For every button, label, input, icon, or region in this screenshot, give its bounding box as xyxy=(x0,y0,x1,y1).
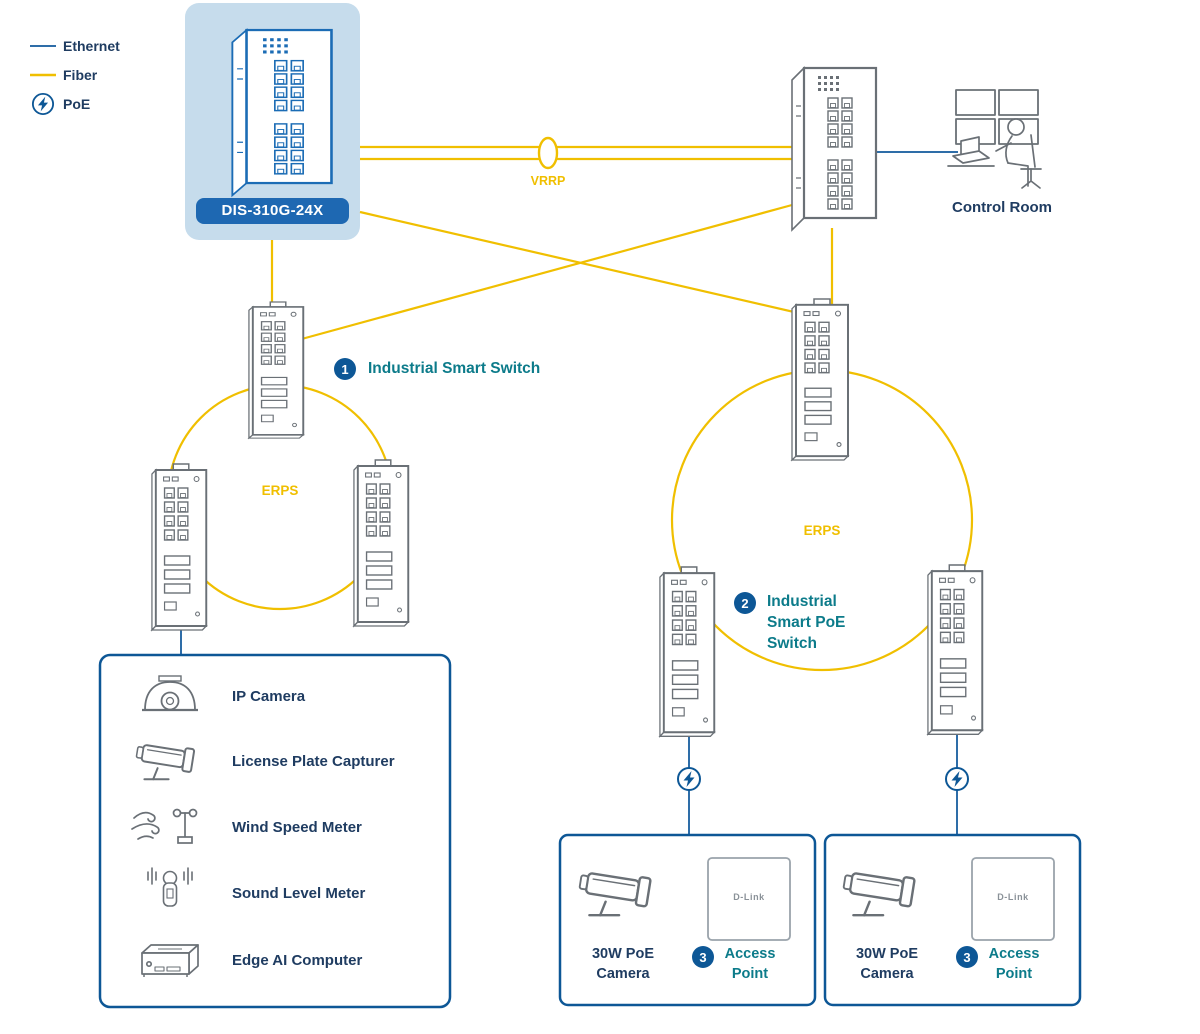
legend-poe-label: PoE xyxy=(63,96,91,112)
monitor-icon xyxy=(955,89,996,116)
device-item-label-1: IP Camera xyxy=(232,688,306,705)
poe-camera-label-1: 30W PoE Camera xyxy=(591,946,655,982)
access-point-icon-2 xyxy=(971,857,1055,941)
ap-label-1: Access Point xyxy=(724,946,776,982)
industrial-poe-switch-ring2-top xyxy=(792,299,848,460)
ring2-erps-label: ERPS xyxy=(803,523,841,538)
ring1-badge: 1 xyxy=(334,358,356,380)
fiber-cross-line-1 xyxy=(359,210,821,320)
vrrp-link-icon xyxy=(537,136,559,170)
core-switch-label: DIS-310G-24X xyxy=(196,198,349,224)
wind-meter-icon xyxy=(131,808,198,844)
ring2-badge: 2 xyxy=(734,592,756,614)
poe-box1-badge: 3 xyxy=(692,946,714,968)
poe-bolt-icon-1 xyxy=(677,767,701,791)
ring1-title: Industrial Smart Switch xyxy=(368,360,541,377)
device-item-label-3: Wind Speed Meter xyxy=(232,819,362,836)
legend-ethernet-label: Ethernet xyxy=(63,38,120,54)
sound-meter-icon xyxy=(147,867,193,907)
access-point-icon-1 xyxy=(707,857,791,941)
ap-brand-2: D-Link xyxy=(997,892,1029,902)
vrrp-label: VRRP xyxy=(530,174,566,188)
legend-icons xyxy=(30,45,56,116)
industrial-switch-ring1-left xyxy=(152,464,206,630)
monitor-icon xyxy=(998,89,1039,116)
operator-person-icon xyxy=(995,118,1042,189)
control-room-illustration xyxy=(947,89,1042,189)
ring2-title: Industrial Smart PoE Switch xyxy=(767,593,846,652)
ap-label-2: Access Point xyxy=(988,946,1040,982)
industrial-switch-ring1-top xyxy=(249,302,303,438)
industrial-poe-switch-ring2-left xyxy=(660,567,714,736)
device-item-label-5: Edge AI Computer xyxy=(232,952,363,969)
ap-brand-1: D-Link xyxy=(733,892,765,902)
industrial-switch-ring1-right xyxy=(354,460,408,626)
fiber-cross-line-2 xyxy=(297,203,793,342)
poe-bolt-icon-2 xyxy=(945,767,969,791)
aggregation-switch-illustration xyxy=(792,68,876,230)
device-panel-box xyxy=(98,653,452,1009)
industrial-poe-switch-ring2-right xyxy=(928,565,982,734)
ring1-erps-label: ERPS xyxy=(261,483,299,498)
device-item-label-2: License Plate Capturer xyxy=(232,753,395,770)
fiber-links xyxy=(270,145,834,342)
device-item-label-4: Sound Level Meter xyxy=(232,885,366,902)
legend-poe-icon xyxy=(31,92,55,116)
laptop-base xyxy=(952,150,990,164)
legend-fiber-label: Fiber xyxy=(63,67,98,83)
core-switch-illustration xyxy=(232,30,331,195)
poe-camera-label-2: 30W PoE Camera xyxy=(855,946,919,982)
edge-ai-icon xyxy=(141,944,199,977)
control-room-label: Control Room xyxy=(952,199,1052,216)
poe-box2-badge: 3 xyxy=(956,946,978,968)
